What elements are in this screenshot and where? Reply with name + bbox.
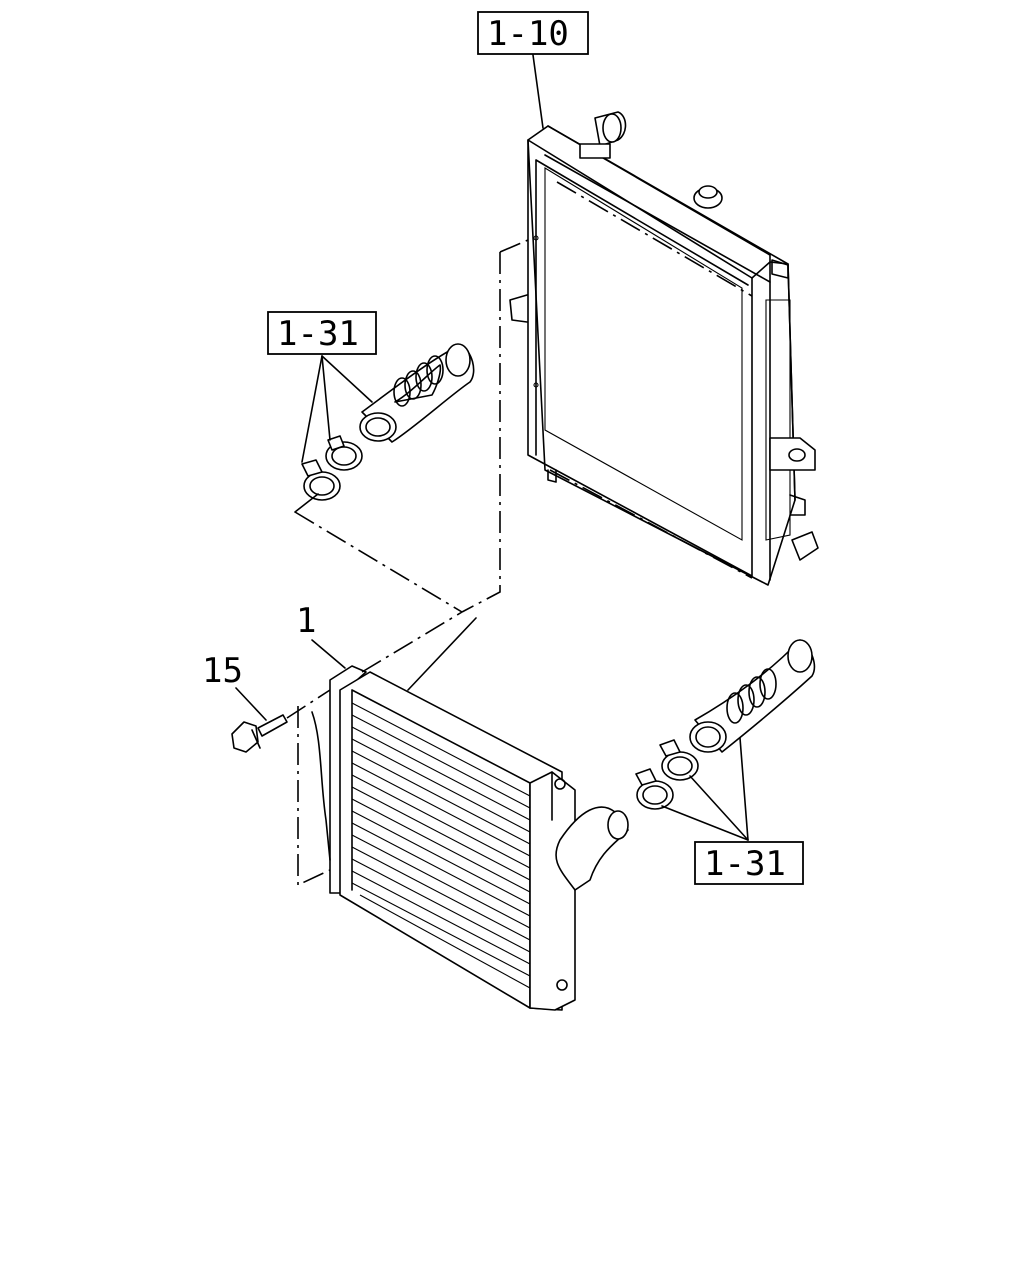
- label-bolt: 15: [202, 651, 267, 721]
- hose-upper: [359, 343, 475, 443]
- callout-radiator: 1-10: [477, 11, 589, 129]
- bracket-reference-line: [297, 706, 331, 887]
- hose-clamp-lower-2: [635, 768, 674, 810]
- hose-lower: [689, 639, 816, 753]
- label-intercooler: 1: [296, 601, 346, 669]
- hose-reference-line: [294, 493, 319, 513]
- hose-clamp-upper-2: [301, 459, 341, 501]
- mount-reference-line-2: [499, 239, 529, 253]
- callout-hose-lower: 1-31: [661, 737, 804, 885]
- intercooler: [311, 665, 629, 1011]
- bolt: [231, 689, 331, 753]
- hose-clamp-upper-1: [325, 435, 363, 471]
- radiator-reference-line-lower: [549, 469, 753, 579]
- mount-reference-line-1: [461, 252, 501, 613]
- hose-clamp-lower-1: [659, 739, 699, 781]
- callout-hose-upper: 1-31: [267, 311, 377, 463]
- part-number-bolt: 15: [202, 651, 243, 691]
- mount-reference-line-3: [294, 511, 463, 673]
- radiator: [509, 111, 819, 586]
- callout-radiator-label: 1-10: [487, 14, 569, 54]
- mount-reference-line-4: [407, 617, 477, 691]
- callout-hose-lower-label: 1-31: [704, 844, 786, 884]
- radiator-reference-line: [556, 181, 753, 297]
- callout-hose-upper-label: 1-31: [277, 314, 359, 354]
- part-number-intercooler: 1: [296, 601, 316, 641]
- intercooler-fins: [351, 702, 531, 989]
